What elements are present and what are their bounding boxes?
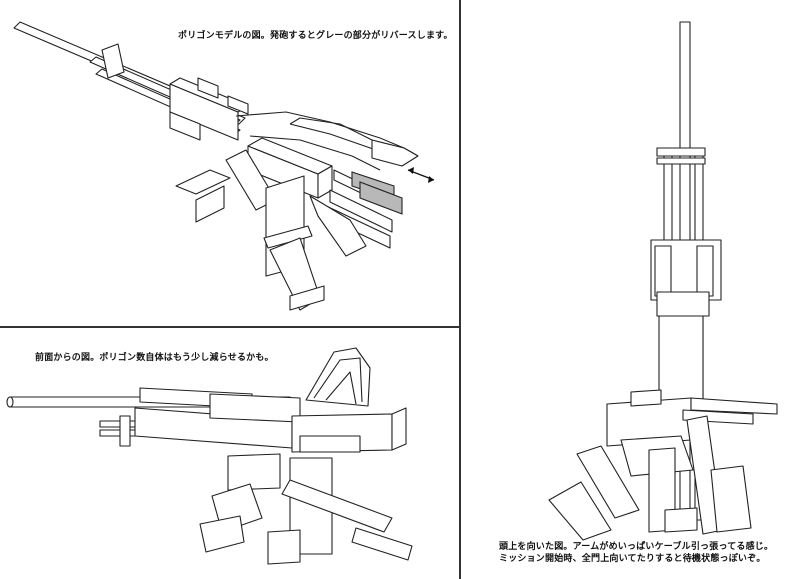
upward-caption: 頭上を向いた図。アームがめいっぱいケーブル引っ張ってる感じ。 ミッション開始時、… (499, 542, 774, 564)
isometric-view-panel: ポリゴンモデルの図。発砲するとグレーの部分がリバースします。 (0, 0, 459, 326)
front-view-panel: 前面からの図。ポリゴン数自体はもう少し減らせるかも。 (0, 328, 459, 579)
front-turret-drawing (6, 347, 413, 565)
isometric-caption: ポリゴンモデルの図。発砲するとグレーの部分がリバースします。 (178, 31, 453, 41)
horizontal-divider (0, 326, 459, 328)
isometric-turret-drawing (13, 21, 435, 311)
vertical-divider (459, 0, 461, 579)
upward-turret-drawing (548, 21, 778, 541)
upward-view-panel: 頭上を向いた図。アームがめいっぱいケーブル引っ張ってる感じ。 ミッション開始時、… (461, 0, 800, 579)
front-caption: 前面からの図。ポリゴン数自体はもう少し減らせるかも。 (35, 353, 274, 363)
